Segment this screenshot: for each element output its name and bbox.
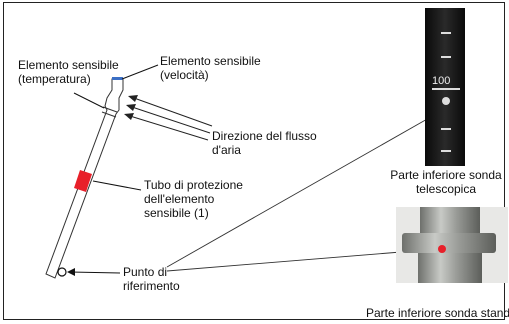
velocity-leader xyxy=(121,64,159,80)
standard-caption: Parte inferiore sonda standard xyxy=(366,306,509,320)
reference-point-label: Punto di riferimento xyxy=(123,265,180,293)
telescopic-probe-image xyxy=(425,8,465,166)
velocity-sensor-label: Elemento sensibile (velocità) xyxy=(160,54,261,82)
protection-leader xyxy=(92,180,142,191)
figure-frame xyxy=(3,2,505,320)
link-line-standard xyxy=(166,248,439,272)
telescopic-probe-photo: 100 xyxy=(398,8,488,166)
sensor-ring-1 xyxy=(102,106,118,113)
temperature-leader xyxy=(73,92,105,109)
reference-point-circle xyxy=(57,267,67,277)
airflow-label: Direzione del flusso d'aria xyxy=(212,129,317,157)
scale-mark-100: 100 xyxy=(432,75,451,87)
protection-tube-label: Tubo di protezione dell'elemento sensibi… xyxy=(144,178,243,220)
velocity-sensor-tip xyxy=(112,77,123,80)
sensor-ring-2 xyxy=(101,111,117,118)
telescopic-caption: Parte inferiore sonda telescopica xyxy=(390,168,502,196)
airflow-arrows xyxy=(124,95,213,141)
standard-probe-image xyxy=(396,207,508,283)
reference-leader xyxy=(69,271,121,274)
link-line-telescopic xyxy=(166,117,430,268)
standard-probe-photo xyxy=(396,207,508,283)
reference-arrowhead xyxy=(67,268,75,276)
protection-tube-marker xyxy=(74,170,92,192)
temperature-sensor-label: Elemento sensibile (temperatura) xyxy=(18,58,119,86)
